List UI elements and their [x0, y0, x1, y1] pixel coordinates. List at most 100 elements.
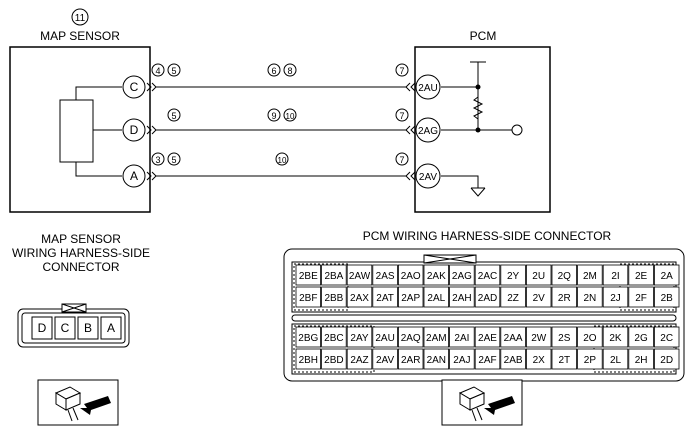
pcm-cavity: [577, 286, 603, 308]
connector-chevron-icon: [146, 171, 152, 181]
pcm-cavity-label: 2R: [558, 293, 571, 304]
pcm-cavity: [526, 264, 552, 286]
pcm-cavity-label: 2AN: [427, 355, 446, 366]
map-connector-cavity-d: D: [38, 321, 47, 335]
pcm-cavity: [577, 326, 603, 348]
pcm-cavity-label: 2L: [610, 355, 622, 366]
pcm-cavity: [474, 286, 501, 308]
pcm-terminal-2ag: [415, 117, 441, 143]
pcm-cavity: [654, 326, 680, 348]
map-sensor-title: MAP SENSOR: [40, 29, 120, 43]
pcm-cavity: [526, 348, 552, 370]
connector-chevron-icon: [405, 171, 411, 181]
pcm-cavity: [295, 326, 322, 348]
pcm-cavity-label: 2AG: [452, 271, 472, 282]
wire-reference-numbers: 4 5 6 8 7 5 9 10 7 3 5 10 7: [151, 63, 409, 166]
pcm-block: PCM 2AU 2AG 2AV: [414, 29, 551, 213]
pcm-cavity-label: 2AJ: [453, 355, 470, 366]
pcm-cavity-label: 2K: [609, 333, 622, 344]
pcm-cavity: [602, 326, 629, 348]
pcm-terminal-2ag-label: 2AG: [418, 126, 438, 137]
pcm-cavity-label: 2BF: [299, 293, 317, 304]
map-terminal-c: [122, 75, 146, 99]
pcm-cavity: [551, 326, 578, 348]
pcm-cavity-label: 2M: [583, 271, 597, 282]
wire-a-mid-ref-1: 10: [278, 156, 287, 165]
pcm-cavity-label: 2J: [610, 293, 621, 304]
pcm-cavity: [397, 286, 424, 308]
pcm-cavity: [397, 348, 424, 370]
wire-d-sensor-ref-1: 5: [171, 111, 176, 121]
map-sensor-ref-number: 11: [75, 13, 86, 24]
pcm-cavity: [346, 348, 373, 370]
pcm-cavity-label: 2F: [635, 293, 647, 304]
pcm-cavity-label: 2AF: [478, 355, 496, 366]
pcm-box: [414, 46, 551, 213]
pcm-terminal-2av-label: 2AV: [419, 172, 437, 183]
connector-chevron-icon: [405, 82, 411, 92]
map-sensor-block: 11 MAP SENSOR C D A: [9, 8, 151, 213]
pcm-cavity: [295, 264, 322, 286]
pcm-cavity: [321, 348, 347, 370]
map-terminal-d-label: D: [130, 123, 139, 137]
pcm-connector-caption: PCM WIRING HARNESS-SIDE CONNECTOR: [363, 229, 612, 243]
wire-c-mid-ref-2: 8: [287, 66, 292, 76]
pcm-cavity-label: 2AA: [504, 333, 523, 344]
pcm-cavity-label: 2S: [558, 333, 571, 344]
pcm-cavity-label: 2N: [584, 293, 597, 304]
map-connector-caption-line-3: CONNECTOR: [42, 260, 119, 274]
pcm-cavity-label: 2A: [661, 271, 674, 282]
pcm-cavity: [551, 348, 578, 370]
pcm-cavity-label: 2C: [660, 333, 673, 344]
pcm-cavity-label: 2O: [583, 333, 597, 344]
pcm-cavity: [346, 286, 373, 308]
map-connector-caption-line-1: MAP SENSOR: [41, 232, 121, 246]
pcm-terminal-2au-label: 2AU: [418, 83, 437, 94]
pcm-cavity: [500, 264, 526, 286]
pcm-cavity: [628, 286, 654, 308]
reference-input-icon: [511, 124, 523, 136]
map-connector-caption-line-2: WIRING HARNESS-SIDE: [12, 246, 150, 260]
pcm-cavity-label: 2AK: [427, 271, 446, 282]
wire-d-pcm-ref: 7: [399, 111, 404, 121]
wire-d-mid-ref-2: 10: [286, 112, 295, 121]
connector-chevron-icon: [146, 82, 152, 92]
pcm-cavity: [321, 286, 347, 308]
pcm-cavity: [474, 264, 501, 286]
pcm-cavity-label: 2E: [635, 271, 648, 282]
pcm-cavity-label: 2B: [661, 293, 674, 304]
map-terminal-c-label: C: [130, 80, 139, 94]
pcm-cavity-label: 2U: [532, 271, 545, 282]
pcm-cavity-label: 2BA: [324, 271, 343, 282]
pcm-cavity: [500, 326, 526, 348]
pcm-cavity-label: 2T: [558, 355, 570, 366]
pcm-cavity: [628, 264, 654, 286]
connector-chevron-icon: [146, 125, 152, 135]
map-connector-section: MAP SENSOR WIRING HARNESS-SIDE CONNECTOR…: [12, 232, 150, 426]
pcm-cavity: [654, 348, 680, 370]
pcm-cavity: [372, 348, 398, 370]
pcm-cavity-label: 2G: [634, 333, 648, 344]
pcm-cavity: [295, 348, 322, 370]
pcm-cavity-label: 2H: [635, 355, 648, 366]
pcm-cavity-label: 2AZ: [350, 355, 368, 366]
pcm-cavity: [654, 286, 680, 308]
pcm-cavity-label: 2AP: [401, 293, 420, 304]
map-terminal-d: [122, 118, 146, 142]
pcm-cavity-label: 2D: [660, 355, 673, 366]
pcm-cavity-label: 2AX: [350, 293, 369, 304]
connector-view-arrow-icon: [37, 379, 119, 426]
pcm-cavity: [346, 326, 373, 348]
pcm-cavity: [372, 326, 398, 348]
pcm-cavity-label: 2BH: [299, 355, 318, 366]
pcm-cavity: [423, 326, 450, 348]
pcm-cavity-label: 2W: [531, 333, 547, 344]
pcm-cavity-label: 2Y: [507, 271, 520, 282]
pcm-cavity-label: 2AB: [504, 355, 523, 366]
map-terminal-a-label: A: [130, 169, 138, 183]
pcm-cavity: [372, 264, 398, 286]
pcm-cavity-label: 2AI: [454, 333, 469, 344]
wire-c-mid-ref-1: 6: [271, 66, 276, 76]
